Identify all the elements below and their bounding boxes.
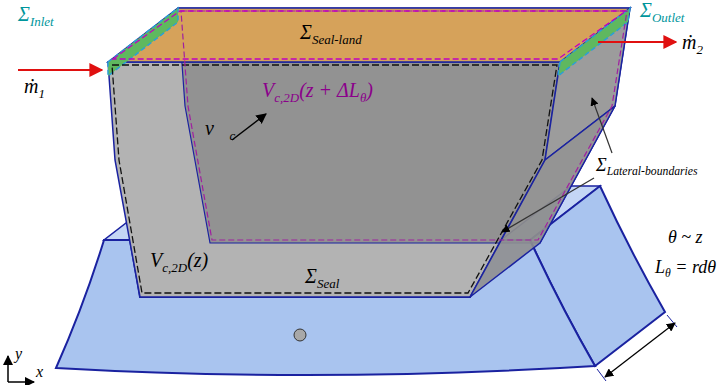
subscript: Lateral-boundaries bbox=[607, 165, 698, 178]
surface-label: ΣSeal-land bbox=[300, 22, 362, 46]
symbol: Σ bbox=[596, 155, 607, 175]
symbol: ṁ bbox=[24, 75, 38, 97]
subscript: Outlet bbox=[652, 10, 685, 25]
subscript: c,2D bbox=[162, 260, 187, 275]
rotor-center-dot bbox=[294, 329, 306, 341]
symbol: Σ bbox=[300, 21, 312, 43]
subscript: θ bbox=[665, 267, 671, 280]
dimension-line bbox=[605, 323, 675, 377]
surface-label: ΣInlet bbox=[18, 4, 54, 28]
subscript: 1 bbox=[38, 86, 45, 101]
symbol: Σ bbox=[18, 3, 30, 25]
symbol: V bbox=[150, 249, 162, 271]
dimension-label: θ ~ z bbox=[668, 228, 703, 246]
velocity-arrow bbox=[232, 114, 266, 140]
surface-label: ΣOutlet bbox=[640, 0, 684, 24]
back-face-outline bbox=[181, 11, 627, 240]
axis-y bbox=[7, 356, 9, 382]
volume-label: Vc,2D(z) bbox=[150, 250, 208, 274]
seal-land-face bbox=[108, 8, 630, 62]
symbol: ) bbox=[366, 79, 373, 101]
subscript: Inlet bbox=[30, 14, 54, 29]
subscript: Seal-land bbox=[312, 32, 362, 47]
surface-label: ΣLateral-boundaries bbox=[596, 156, 698, 178]
symbol: y bbox=[15, 345, 22, 362]
symbol: (z) bbox=[187, 249, 208, 271]
axis-label: x bbox=[36, 364, 43, 380]
subscript: 2 bbox=[696, 42, 703, 57]
dimension-label: Lθ = rdθ bbox=[655, 258, 716, 280]
symbol: L bbox=[655, 257, 665, 277]
control-volume bbox=[108, 8, 630, 297]
subscript: θ bbox=[360, 90, 366, 105]
subscript: c bbox=[229, 128, 235, 143]
symbol: = rdθ bbox=[671, 257, 716, 277]
symbol: Σ bbox=[640, 0, 652, 21]
inlet-face bbox=[108, 8, 178, 76]
seal-land-outline bbox=[113, 11, 626, 59]
mass-flow-out-arrow bbox=[598, 41, 676, 43]
symbol: θ ~ z bbox=[668, 227, 703, 247]
symbol: ṁ bbox=[682, 31, 696, 53]
symbol: x bbox=[36, 363, 43, 380]
arrows bbox=[8, 42, 677, 382]
front-face-outline bbox=[112, 65, 557, 293]
mass-flow-label: ṁ1 bbox=[24, 76, 45, 100]
extension-line bbox=[597, 369, 606, 381]
leader-line bbox=[502, 178, 594, 232]
lateral-face-lower bbox=[470, 106, 615, 297]
subscript: c,2D bbox=[274, 90, 299, 105]
axis-label: y bbox=[15, 346, 22, 362]
symbol: Σ bbox=[305, 265, 317, 287]
volume-label: Vc,2D(z + ΔLθ) bbox=[262, 80, 373, 104]
leader-line bbox=[592, 98, 612, 153]
velocity-label: v⃗c bbox=[205, 118, 235, 142]
axis-x bbox=[8, 381, 34, 383]
surface-label: ΣSeal bbox=[305, 266, 339, 290]
subscript: Seal bbox=[317, 276, 339, 291]
symbol: (z + ΔL bbox=[299, 79, 360, 101]
mass-flow-in-arrow bbox=[18, 69, 102, 71]
symbol: v⃗ bbox=[205, 117, 229, 139]
symbol: V bbox=[262, 79, 274, 101]
mass-flow-label: ṁ2 bbox=[682, 32, 703, 56]
